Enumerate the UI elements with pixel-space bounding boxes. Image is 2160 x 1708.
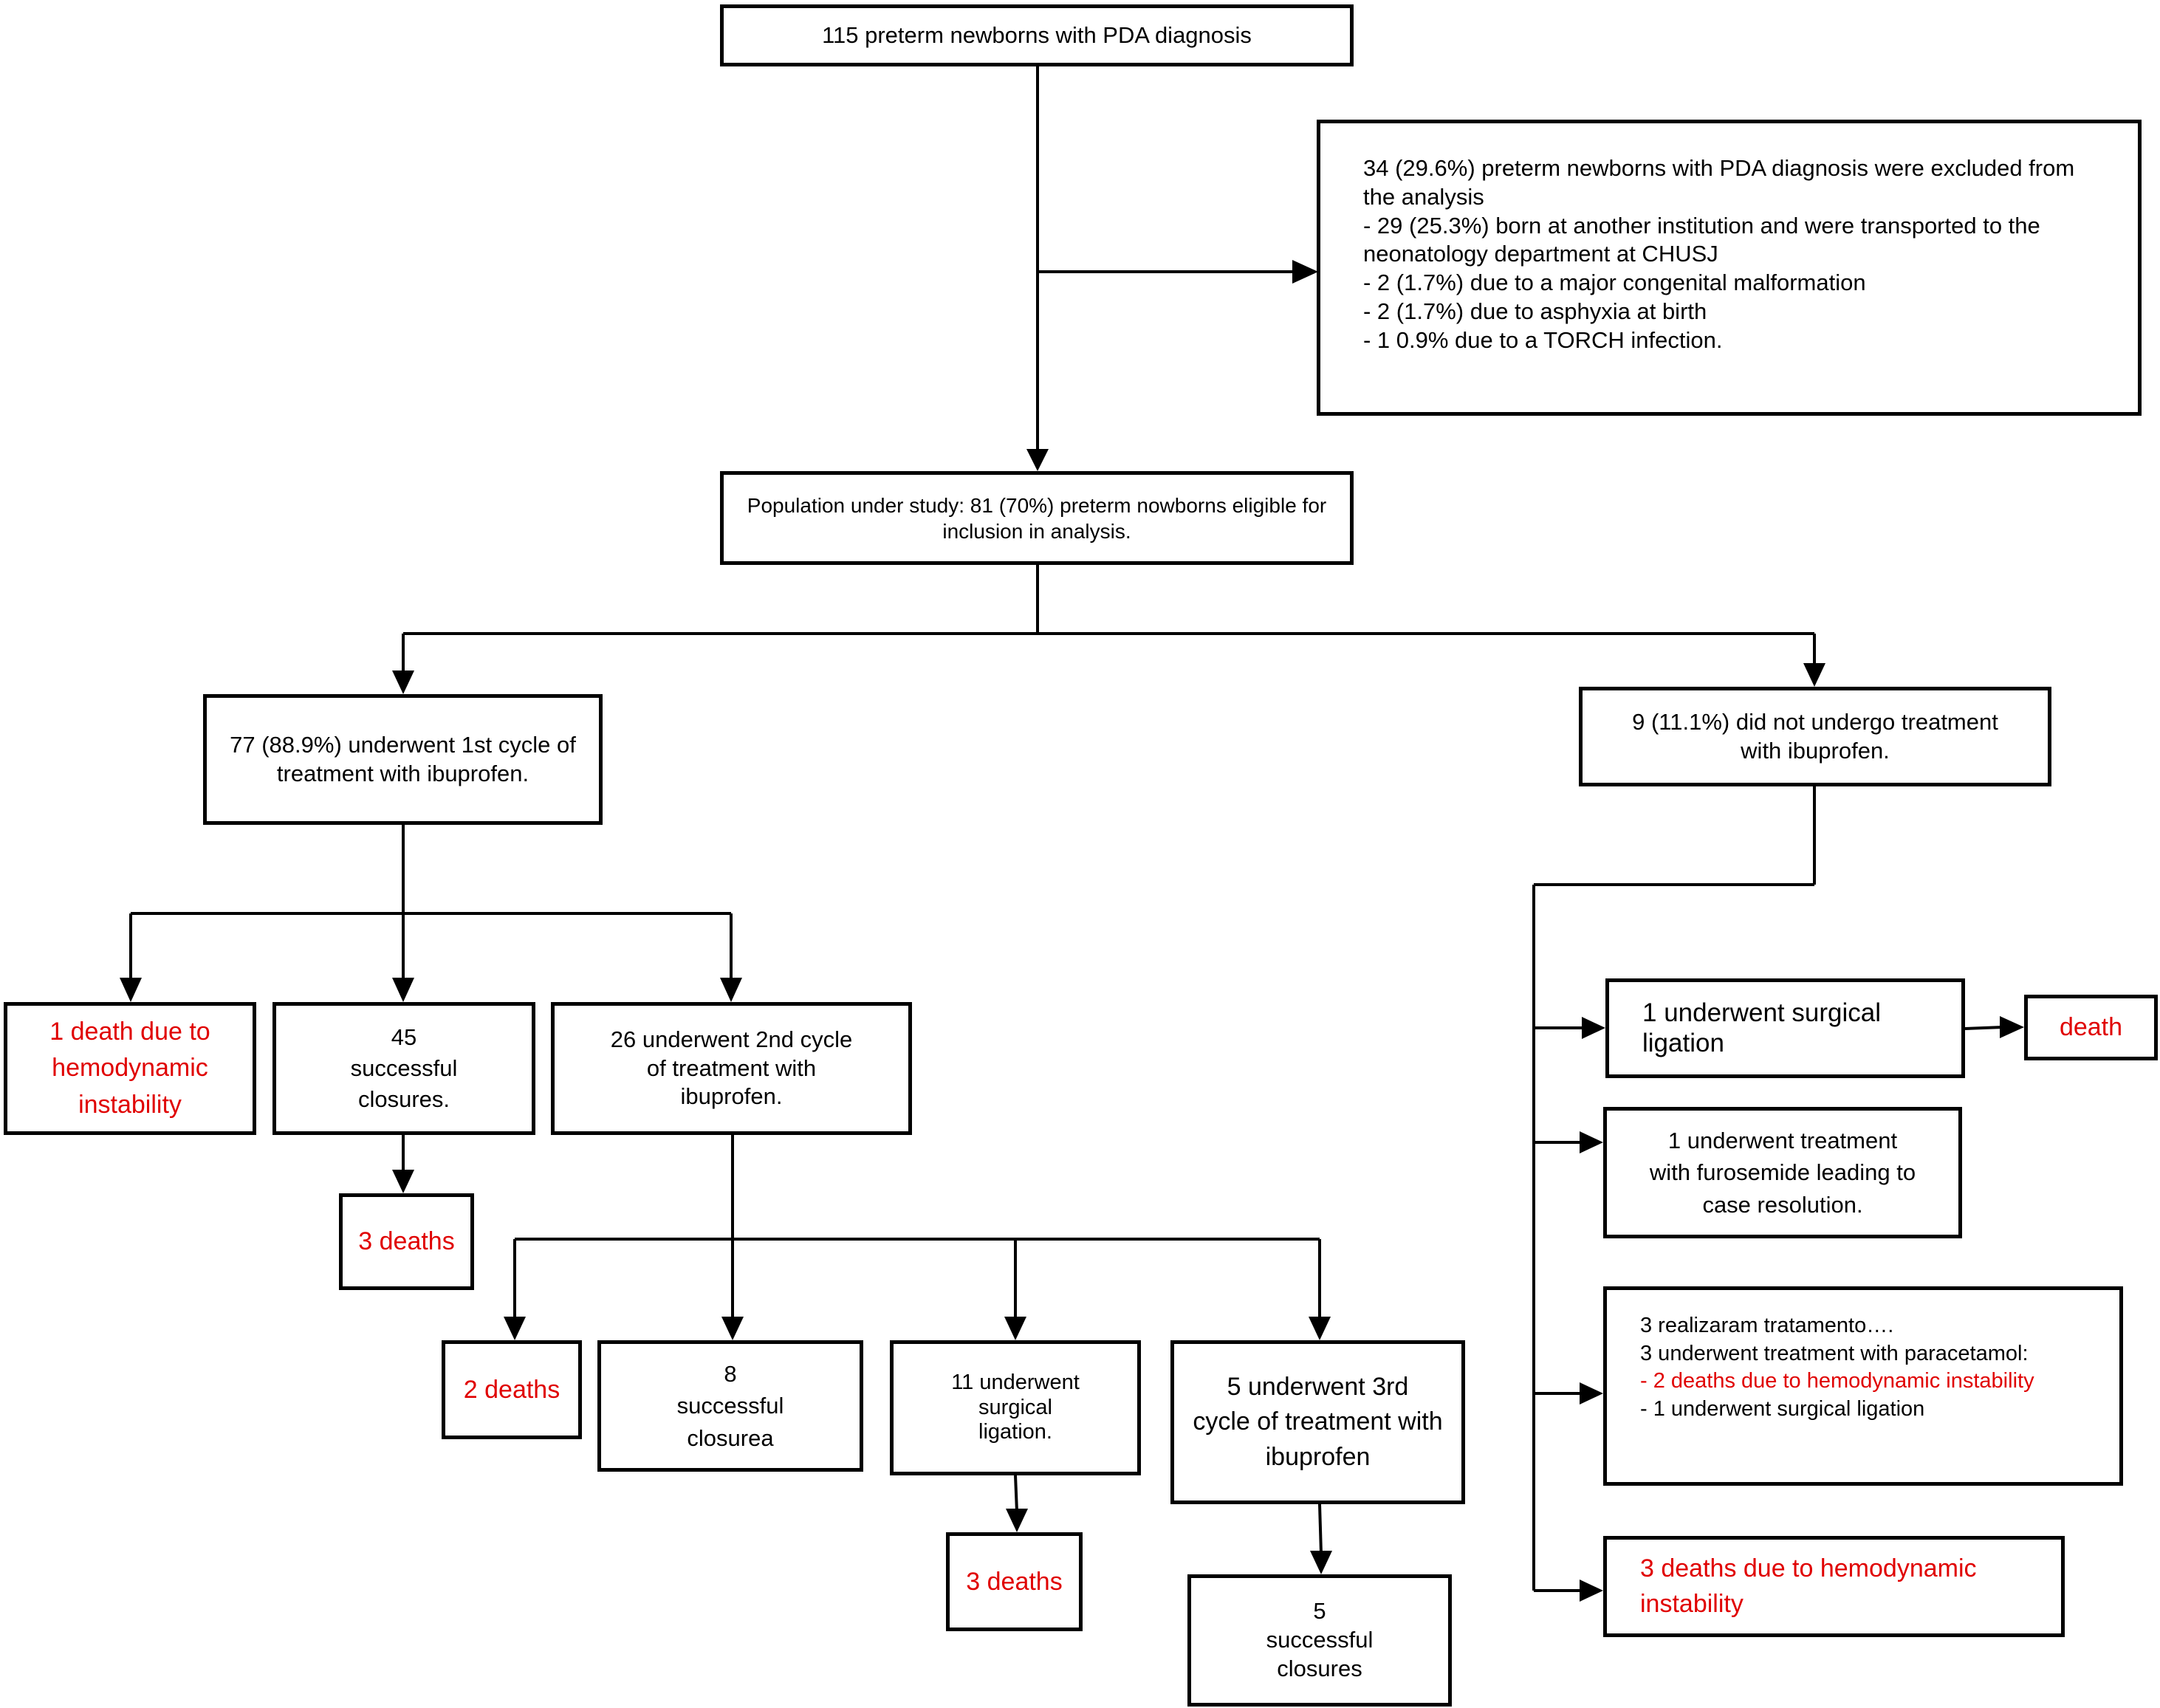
node-deaths-2-label: 2 deaths (463, 1375, 560, 1404)
node-third-cycle-label: 5 underwent 3rd cycle of treatment with … (1193, 1372, 1443, 1471)
node-surgical-ligation-1-label: 1 underwent surgical ligation (1642, 998, 1881, 1057)
node-first-cycle: 77 (88.9%) underwent 1st cycle of treatm… (203, 694, 603, 825)
node-first-cycle-label: 77 (88.9%) underwent 1st cycle of treatm… (230, 731, 576, 786)
node-paracetamol: 3 realizaram tratamento…. 3 underwent tr… (1603, 1286, 2123, 1486)
node-surgical-ligation-1: 1 underwent surgical ligation (1605, 978, 1965, 1078)
node-excluded: 34 (29.6%) preterm newborns with PDA dia… (1317, 120, 2142, 416)
node-start: 115 preterm newborns with PDA diagnosis (720, 4, 1354, 66)
paracetamol-line-1: 3 realizaram tratamento…. (1640, 1314, 1894, 1337)
paracetamol-line-4: - 1 underwent surgical ligation (1640, 1397, 1925, 1421)
node-death-hemodynamic-label: 1 death due to hemodynamic instability (49, 1018, 210, 1119)
node-furosemide: 1 underwent treatment with furosemide le… (1603, 1107, 1962, 1238)
node-closures-8: 8 successful closurea (597, 1340, 863, 1472)
node-population-label: Population under study: 81 (70%) preterm… (747, 493, 1327, 543)
node-no-treatment-label: 9 (11.1%) did not undergo treatment with… (1632, 708, 1998, 764)
paracetamol-line-3: - 2 deaths due to hemodynamic instabilit… (1640, 1369, 2034, 1393)
node-death-hemodynamic: 1 death due to hemodynamic instability (4, 1002, 256, 1135)
node-death-single: death (2024, 995, 2158, 1060)
node-closures-5-label: 5 successful closures (1266, 1598, 1374, 1681)
node-closures-8-label: 8 successful closurea (676, 1360, 784, 1451)
node-deaths-2: 2 deaths (442, 1340, 582, 1439)
node-no-treatment: 9 (11.1%) did not undergo treatment with… (1579, 687, 2051, 786)
node-closures-45: 45 successful closures. (272, 1002, 535, 1135)
node-ligation-11: 11 underwent surgical ligation. (890, 1340, 1141, 1475)
node-deaths-3a: 3 deaths (339, 1193, 474, 1290)
node-second-cycle-label: 26 underwent 2nd cycle of treatment with… (610, 1026, 853, 1110)
paracetamol-line-2: 3 underwent treatment with paracetamol: (1640, 1341, 2029, 1365)
node-ligation-11-label: 11 underwent surgical ligation. (951, 1371, 1080, 1444)
node-death-single-label: death (2059, 1013, 2123, 1042)
node-deaths-hemodynamic-3: 3 deaths due to hemodynamic instability (1603, 1536, 2065, 1637)
node-closures-45-label: 45 successful closures. (350, 1024, 458, 1112)
node-second-cycle: 26 underwent 2nd cycle of treatment with… (551, 1002, 912, 1135)
node-start-label: 115 preterm newborns with PDA diagnosis (822, 21, 1252, 48)
node-excluded-label: 34 (29.6%) preterm newborns with PDA dia… (1363, 155, 2075, 353)
node-closures-5: 5 successful closures (1187, 1574, 1452, 1707)
node-deaths-3b: 3 deaths (946, 1532, 1083, 1631)
node-population: Population under study: 81 (70%) preterm… (720, 471, 1354, 565)
node-furosemide-label: 1 underwent treatment with furosemide le… (1649, 1127, 1916, 1218)
node-deaths-3a-label: 3 deaths (358, 1227, 455, 1256)
node-deaths-3b-label: 3 deaths (966, 1567, 1063, 1596)
node-third-cycle: 5 underwent 3rd cycle of treatment with … (1170, 1340, 1465, 1504)
node-deaths-hemodynamic-3-label: 3 deaths due to hemodynamic instability (1640, 1554, 1977, 1618)
